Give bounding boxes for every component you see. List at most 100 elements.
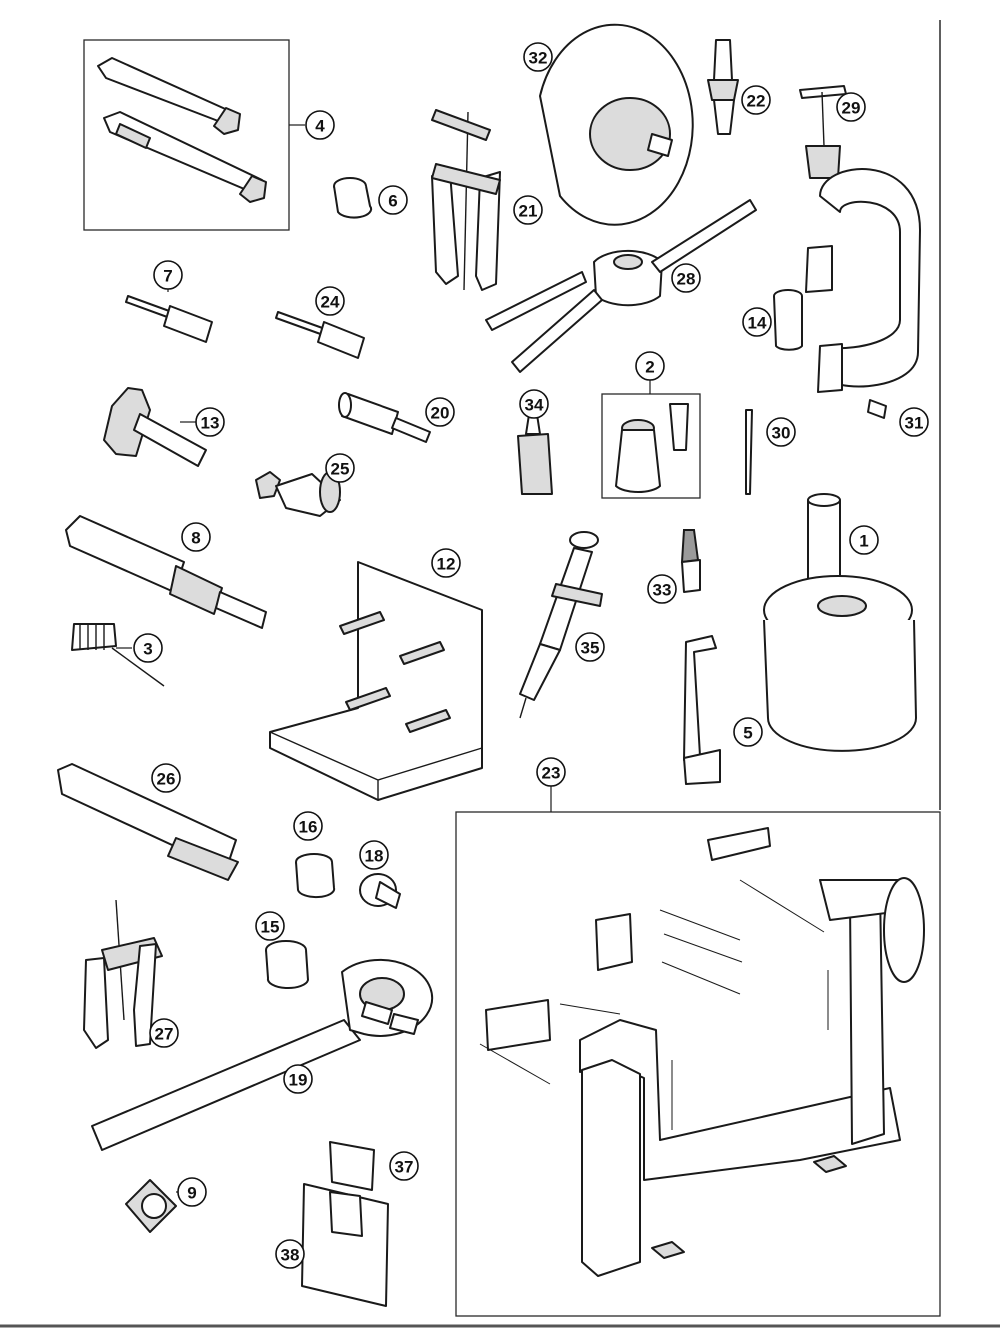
callout-33: 33 [647, 574, 677, 604]
callout-27: 27 [149, 1018, 179, 1048]
callout-circle [519, 389, 549, 419]
callout-circle [275, 1239, 305, 1269]
part-13-knob-tool [103, 387, 207, 467]
callout-label: 26 [157, 770, 176, 789]
part-16-sleeve [295, 853, 336, 899]
part-5-bracket [683, 635, 721, 785]
callout-9: 9 [177, 1177, 207, 1207]
part-1-press-tool [763, 493, 917, 752]
callout-label: 18 [365, 847, 384, 866]
callout-label: 38 [281, 1246, 300, 1265]
callout-label: 31 [905, 414, 924, 433]
part-14-sleeve [773, 289, 803, 351]
callout-label: 35 [581, 639, 600, 658]
callout-circle [195, 407, 225, 437]
part-22-extractor [707, 39, 739, 135]
callout-5: 5 [733, 717, 763, 747]
callout-circle [575, 632, 605, 662]
callout-1: 1 [849, 525, 879, 555]
callout-circle [849, 525, 879, 555]
callout-label: 7 [163, 267, 172, 286]
callout-circle [153, 260, 183, 290]
callout-circle [742, 307, 772, 337]
callout-circle [431, 548, 461, 578]
callout-label: 21 [519, 202, 538, 221]
part-7-pin [125, 278, 213, 343]
callout-23: 23 [536, 757, 566, 787]
part-18-bushing [359, 873, 401, 909]
callout-3: 3 [133, 633, 163, 663]
callout-32: 32 [523, 42, 553, 72]
callout-label: 29 [842, 99, 861, 118]
callout-label: 13 [201, 414, 220, 433]
callout-label: 12 [437, 555, 456, 574]
callout-circle [305, 110, 335, 140]
part-27-puller [83, 899, 163, 1049]
part-9-puller-plate [125, 1179, 190, 1233]
part-24-pin [275, 311, 365, 359]
callout-label: 22 [747, 92, 766, 111]
part-12-mounting-plate [269, 561, 483, 801]
callout-circle [133, 633, 163, 663]
callout-7: 7 [153, 260, 183, 290]
part-28-puller-ring [485, 199, 757, 373]
callout-circle [899, 407, 929, 437]
callout-label: 8 [191, 529, 200, 548]
callout-label: 32 [529, 49, 548, 68]
callout-14: 14 [742, 307, 772, 337]
callout-38: 38 [275, 1239, 305, 1269]
callout-12: 12 [431, 548, 461, 578]
part-8-mandrel [65, 515, 267, 629]
callout-24: 24 [315, 286, 345, 316]
callout-label: 3 [143, 640, 152, 659]
callout-4: 4 [305, 110, 335, 140]
part-35-grease-gun [519, 531, 603, 719]
part-2-bushing-set [601, 380, 701, 499]
part-38-block [301, 1183, 389, 1307]
callout-circle [151, 763, 181, 793]
callout-circle [325, 453, 355, 483]
part-34-sealant-bottle [517, 407, 553, 495]
callout-37: 37 [389, 1151, 419, 1181]
callout-16: 16 [293, 811, 323, 841]
part-20-sleeve [338, 392, 431, 443]
callout-circle [523, 42, 553, 72]
part-37-shim [329, 1141, 375, 1191]
callout-label: 1 [859, 532, 868, 551]
callout-label: 27 [155, 1025, 174, 1044]
callout-label: 15 [261, 918, 280, 937]
callout-circle [671, 263, 701, 293]
callout-26: 26 [151, 763, 181, 793]
callout-label: 24 [321, 293, 340, 312]
callout-circle [283, 1064, 313, 1094]
callout-circle [181, 522, 211, 552]
callout-circle [536, 757, 566, 787]
callout-label: 14 [748, 314, 767, 333]
callout-label: 6 [388, 192, 397, 211]
callout-label: 30 [772, 424, 791, 443]
callout-circle [389, 1151, 419, 1181]
callout-label: 19 [289, 1071, 308, 1090]
part-32-flywheel-disc [539, 23, 694, 226]
callout-label: 20 [431, 404, 450, 423]
callout-label: 33 [653, 581, 672, 600]
callout-18: 18 [359, 840, 389, 870]
callout-circle [255, 911, 285, 941]
callout-label: 34 [525, 396, 544, 415]
callout-circle [635, 351, 665, 381]
callout-circle [315, 286, 345, 316]
part-30-pin [745, 409, 753, 495]
callout-21: 21 [513, 195, 543, 225]
part-33-cap [680, 529, 701, 593]
part-4-bolt-set [83, 39, 305, 231]
callout-15: 15 [255, 911, 285, 941]
callout-30: 30 [766, 417, 796, 447]
callout-circle [741, 85, 771, 115]
callout-35: 35 [575, 632, 605, 662]
part-23-engine-stand [455, 784, 941, 1317]
callout-label: 23 [542, 764, 561, 783]
callout-29: 29 [836, 92, 866, 122]
part-21-puller [431, 109, 501, 291]
part-3-comb-tool [71, 623, 165, 687]
callout-label: 16 [299, 818, 318, 837]
